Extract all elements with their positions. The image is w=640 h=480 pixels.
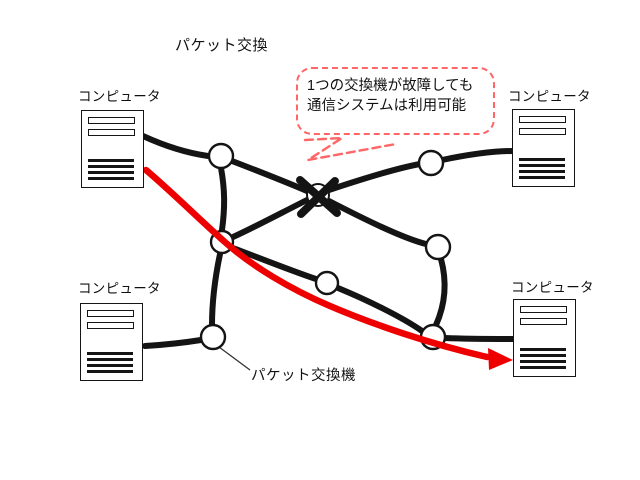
computer-tl-label: コンピュータ xyxy=(78,89,161,104)
computer-text-lines xyxy=(514,348,575,369)
callout-tail xyxy=(303,136,398,162)
computer-window-bar xyxy=(88,129,135,136)
computer-tr-label: コンピュータ xyxy=(508,89,591,104)
link-switch-failed-switch-4 xyxy=(230,197,310,240)
computer-bottom-left xyxy=(80,303,143,381)
computer-br-label: コンピュータ xyxy=(511,280,594,295)
x-mark-icon xyxy=(296,176,341,218)
link-switch-5-switch-6 xyxy=(335,285,425,334)
computer-window-bar xyxy=(519,116,566,123)
link-switch-failed-switch-3 xyxy=(326,198,429,247)
switch-5 xyxy=(314,270,340,296)
red-route-path xyxy=(142,166,491,361)
computer-window-bar xyxy=(519,128,566,135)
switch-label-pointer-line xyxy=(218,346,251,371)
link-switch-4-switch-7 xyxy=(209,251,223,328)
callout-text-line1: 1つの交換機が故障しても xyxy=(307,78,474,94)
packet-switch-label: パケット交換機 xyxy=(251,368,356,384)
link-switch-7-computer-bl xyxy=(142,337,204,349)
computer-window-bar xyxy=(520,318,567,325)
computer-text-lines xyxy=(81,352,142,373)
computer-text-lines xyxy=(82,159,143,180)
link-switch-1-switch-4 xyxy=(218,165,228,233)
link-switch-2-computer-tr xyxy=(439,148,516,163)
link-computer-tl-switch-1 xyxy=(140,133,211,159)
link-switch-4-switch-5 xyxy=(230,245,319,282)
computer-text-lines xyxy=(513,158,574,179)
red-route-arrowhead-icon xyxy=(488,348,513,370)
computer-top-left xyxy=(81,110,144,188)
diagram-title: パケット交換 xyxy=(175,37,269,54)
switch-2 xyxy=(417,149,445,177)
switch-1 xyxy=(207,142,235,170)
computer-window-bar xyxy=(520,306,567,313)
computer-window-bar xyxy=(88,117,135,124)
callout-text-line2: 通信システムは利用可能 xyxy=(307,97,467,114)
computer-window-bar xyxy=(87,322,134,329)
link-switch-failed-switch-2 xyxy=(326,161,423,193)
callout-bubble: 1つの交換機が故障しても 通信システムは利用可能 xyxy=(296,67,495,135)
switch-7 xyxy=(199,323,227,351)
link-switch-1-switch-failed xyxy=(229,158,310,194)
link-switch-3-switch-6 xyxy=(433,256,448,328)
link-switch-6-computer-br xyxy=(442,335,516,342)
switch-3 xyxy=(424,233,452,261)
computer-top-right xyxy=(512,109,575,187)
computer-bl-label: コンピュータ xyxy=(78,281,161,296)
computer-window-bar xyxy=(87,310,134,317)
computer-bottom-right xyxy=(513,299,576,377)
